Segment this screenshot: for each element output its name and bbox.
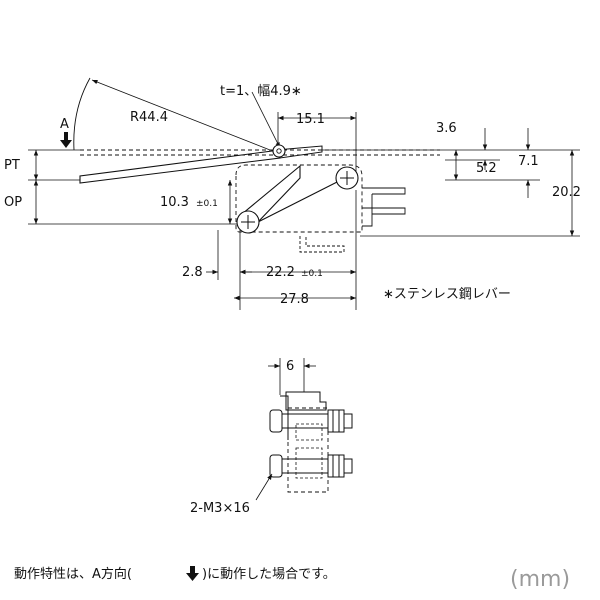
label-pt: PT <box>4 158 20 173</box>
dim-2-8: 2.8 <box>182 265 203 280</box>
dim-10-3-tolerance: ±0.1 <box>196 199 218 209</box>
dimension-lines <box>33 115 575 301</box>
front-body <box>287 407 329 493</box>
dim-27-8: 27.8 <box>280 292 309 307</box>
front-screw-upper <box>269 409 353 433</box>
dim-10-3: 10.3 <box>160 195 189 210</box>
dim-22-2: 22.2 <box>266 265 295 280</box>
radius-leader <box>91 79 271 151</box>
dim-7-1: 7.1 <box>518 154 539 169</box>
front-screw-lower <box>269 454 353 478</box>
unit-label: (mm) <box>510 567 570 592</box>
dim-20-2: 20.2 <box>552 185 581 200</box>
label-op: OP <box>4 195 22 210</box>
lever-pivot <box>272 144 286 158</box>
front-view: 6 2-M3×16 <box>190 358 353 516</box>
label-a: A <box>60 117 69 132</box>
mounting-screw-right <box>335 166 359 190</box>
lever-hinge <box>241 164 301 223</box>
radius-label: R44.4 <box>130 110 168 125</box>
terminals <box>299 187 406 253</box>
dim-3-6: 3.6 <box>436 121 457 136</box>
mounting-screw-left <box>236 210 260 234</box>
radius-arc <box>73 77 91 151</box>
footer: 動作特性は、A方向( )に動作した場合です。 (mm) <box>14 566 570 592</box>
dim-5-2: 5.2 <box>476 161 497 176</box>
lever-leader <box>251 91 281 149</box>
extension-lines <box>28 112 580 310</box>
dim-22-2-tolerance: ±0.1 <box>301 269 323 279</box>
lever-thickness-label: t=1、幅4.9∗ <box>220 84 302 99</box>
material-note: ∗ステンレス鋼レバー <box>383 287 511 302</box>
footer-note-suffix: )に動作した場合です。 <box>202 567 336 582</box>
dim-6: 6 <box>286 359 294 374</box>
switch-body <box>235 164 363 233</box>
dim-15-1: 15.1 <box>296 112 325 127</box>
down-arrow-icon <box>186 566 199 581</box>
screw-leader <box>255 473 273 501</box>
footer-note-prefix: 動作特性は、A方向( <box>14 566 132 582</box>
side-view: R44.4 t=1、幅4.9∗ 15.1 3.6 5.2 7.1 20.2 10… <box>4 77 581 310</box>
screw-label: 2-M3×16 <box>190 501 250 516</box>
direction-a-arrow <box>60 132 72 148</box>
